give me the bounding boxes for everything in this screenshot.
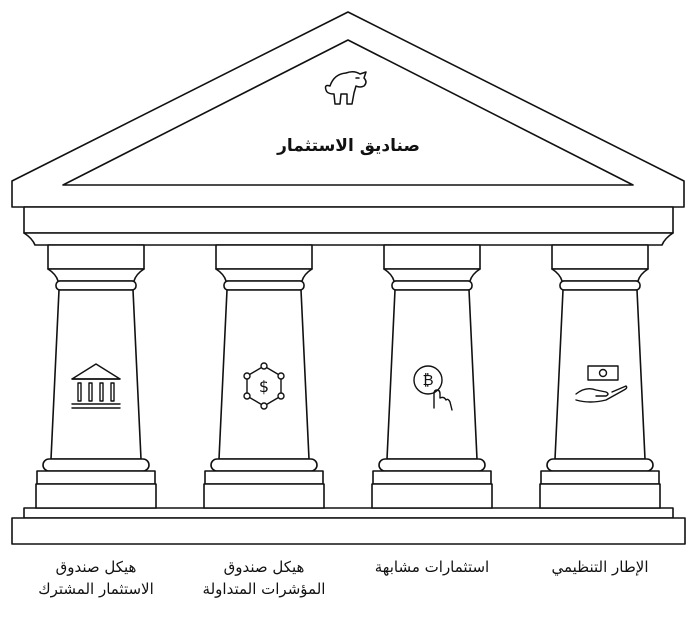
pillar-neck bbox=[223, 280, 305, 291]
pillar-label-3: استثمارات مشابهة bbox=[352, 556, 512, 578]
pillar-label-2: هيكل صندوق المؤشرات المتداولة bbox=[184, 556, 344, 600]
pillar-capital bbox=[215, 244, 313, 270]
pillar-plinth bbox=[36, 470, 156, 485]
svg-text:$: $ bbox=[259, 377, 269, 396]
pillar-base-torus bbox=[378, 458, 486, 472]
pillar-capital-curve bbox=[551, 268, 649, 282]
bank-icon bbox=[71, 363, 121, 409]
pillar-1 bbox=[35, 244, 157, 509]
pillar-3 bbox=[371, 244, 493, 509]
entablature bbox=[23, 206, 674, 234]
pillar-label-line1: استثمارات مشابهة bbox=[374, 558, 490, 576]
pillar-base-torus bbox=[210, 458, 318, 472]
pillar-neck bbox=[55, 280, 137, 291]
pillar-4 bbox=[539, 244, 661, 509]
pillar-base-torus bbox=[42, 458, 150, 472]
pillar-foot bbox=[203, 483, 325, 509]
pillar-2 bbox=[203, 244, 325, 509]
pillar-capital bbox=[383, 244, 481, 270]
stylobate-lower bbox=[11, 517, 686, 545]
pillar-capital bbox=[47, 244, 145, 270]
pillar-base-torus bbox=[546, 458, 654, 472]
bull-icon bbox=[324, 70, 367, 105]
pillar-capital bbox=[551, 244, 649, 270]
pillar-label-line1: هيكل صندوق bbox=[223, 558, 305, 576]
cash-hand-icon bbox=[575, 365, 628, 403]
pillar-label-1: هيكل صندوق الاستثمار المشترك bbox=[16, 556, 176, 600]
pillar-plinth bbox=[204, 470, 324, 485]
pillar-foot bbox=[35, 483, 157, 509]
pillar-label-line2: المؤشرات المتداولة bbox=[202, 580, 326, 598]
stylobate-upper bbox=[23, 507, 674, 519]
pillar-foot bbox=[539, 483, 661, 509]
pillar-neck bbox=[391, 280, 473, 291]
entablature-underside bbox=[23, 232, 674, 246]
pillar-label-line2: الاستثمار المشترك bbox=[38, 580, 154, 598]
svg-text:₿: ₿ bbox=[422, 371, 433, 389]
pillar-neck bbox=[559, 280, 641, 291]
pillar-capital-curve bbox=[383, 268, 481, 282]
page-title: صناديق الاستثمار bbox=[277, 136, 420, 156]
pillar-capital-curve bbox=[47, 268, 145, 282]
pillar-shaft bbox=[218, 289, 310, 460]
pillar-plinth bbox=[372, 470, 492, 485]
pillar-shaft bbox=[50, 289, 142, 460]
pillar-capital-curve bbox=[215, 268, 313, 282]
pillar-label-4: الإطار التنظيمي bbox=[520, 556, 680, 578]
roof-inner bbox=[62, 39, 634, 186]
pillar-plinth bbox=[540, 470, 660, 485]
pillar-label-line1: هيكل صندوق bbox=[55, 558, 137, 576]
pillar-label-line1: الإطار التنظيمي bbox=[551, 558, 649, 576]
pillar-foot bbox=[371, 483, 493, 509]
dollar-network-icon: $ bbox=[243, 362, 285, 410]
bitcoin-hand-icon: ₿ bbox=[413, 365, 453, 411]
